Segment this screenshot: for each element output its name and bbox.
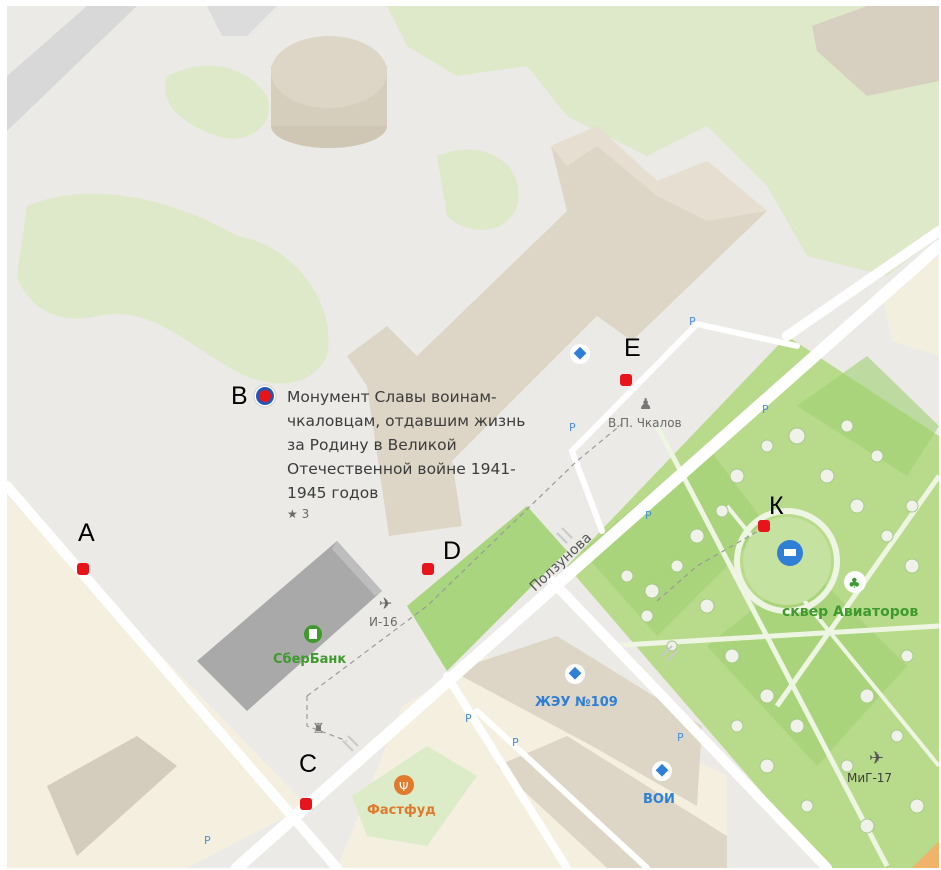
main-building bbox=[347, 126, 767, 536]
poi-zheu[interactable]: ЖЭУ №109 bbox=[535, 664, 618, 710]
poi-fastfood[interactable]: Ψ Фастфуд bbox=[367, 775, 436, 818]
marker-dot bbox=[758, 520, 770, 532]
fork-knife-icon bbox=[394, 775, 414, 795]
poi-label-zheu: ЖЭУ №109 bbox=[535, 695, 618, 710]
marker-B[interactable]: B bbox=[231, 382, 277, 410]
parking-icon: P bbox=[762, 403, 769, 416]
marker-dot bbox=[77, 563, 89, 575]
corner-road bbox=[912, 841, 939, 868]
marker-label-C: C bbox=[299, 750, 317, 778]
poi-mig17[interactable]: ✈ МиГ-17 bbox=[847, 748, 892, 785]
monument-line-5: 1945 годов bbox=[287, 484, 378, 502]
round-building bbox=[271, 36, 387, 148]
crosswalks bbox=[342, 527, 678, 752]
marker-label-E: E bbox=[624, 334, 641, 362]
marker-D[interactable]: D bbox=[422, 537, 461, 575]
marker-label-K: К bbox=[769, 492, 784, 520]
green-areas bbox=[17, 6, 939, 384]
parking-icon: P bbox=[512, 736, 519, 749]
building-zheu bbox=[452, 636, 702, 806]
parking-icon: P bbox=[689, 315, 696, 328]
map-view[interactable]: P P P P P P P P Ползунова ♟ В.П. Чкалов … bbox=[7, 6, 939, 868]
monument-label[interactable]: Монумент Славы воинам- чкаловцам, отдавш… bbox=[287, 388, 525, 521]
tree-icon bbox=[844, 571, 866, 593]
marker-C[interactable]: C bbox=[299, 750, 317, 810]
road-strip-topleft bbox=[7, 6, 137, 131]
parking-icon: P bbox=[677, 731, 684, 744]
sberbank-building bbox=[197, 541, 382, 711]
marker-dot bbox=[259, 390, 271, 402]
monument-rating: ★ 3 bbox=[287, 507, 309, 521]
parking-icon: P bbox=[204, 834, 211, 847]
parking-icon: P bbox=[569, 421, 576, 434]
poi-unnamed-blue[interactable] bbox=[570, 344, 590, 364]
marker-E[interactable]: E bbox=[620, 334, 641, 386]
marker-K[interactable]: К bbox=[758, 492, 784, 532]
monument-line-1: Монумент Славы воинам- bbox=[287, 388, 497, 406]
poi-sberbank[interactable]: СберБанк bbox=[273, 625, 346, 667]
building-topright bbox=[812, 6, 939, 96]
marker-dot bbox=[620, 374, 632, 386]
statue-icon: ♟ bbox=[639, 395, 652, 413]
poi-voi[interactable]: ВОИ bbox=[643, 761, 675, 807]
green-lawn bbox=[407, 506, 567, 671]
svg-text:♣: ♣ bbox=[848, 576, 861, 592]
roads bbox=[7, 226, 939, 868]
poi-label-i16: И-16 bbox=[369, 615, 398, 629]
parking-icon: P bbox=[465, 712, 472, 725]
marker-dot bbox=[422, 563, 434, 575]
poi-label-mig17: МиГ-17 bbox=[847, 771, 892, 785]
monument-line-3: за Родину в Великой bbox=[287, 436, 457, 454]
marker-label-B: B bbox=[231, 382, 248, 410]
plane-icon: ✈ bbox=[869, 748, 884, 769]
building-left-lower bbox=[47, 736, 177, 856]
marker-label-D: D bbox=[443, 537, 461, 565]
svg-text:Ψ: Ψ bbox=[399, 780, 408, 794]
building-right bbox=[882, 256, 939, 356]
monument-line-2: чкаловцам, отдавшим жизнь bbox=[287, 412, 525, 430]
monument-icon: ♜ bbox=[312, 721, 325, 737]
parking-icon: P bbox=[645, 509, 652, 522]
poi-label-voi: ВОИ bbox=[643, 792, 675, 807]
poi-chkalov[interactable]: ♟ В.П. Чкалов bbox=[608, 395, 682, 430]
poi-monument-icon[interactable]: ♜ bbox=[312, 721, 325, 737]
poi-label-sberbank: СберБанк bbox=[273, 652, 346, 667]
poi-park[interactable]: ♣ сквер Авиаторов bbox=[782, 571, 918, 620]
building-top bbox=[207, 6, 277, 36]
poi-label-fastfood: Фастфуд bbox=[367, 803, 436, 818]
poi-label-park: сквер Авиаторов bbox=[782, 604, 918, 620]
marker-A[interactable]: A bbox=[77, 519, 95, 575]
poi-i16[interactable]: ✈ И-16 bbox=[369, 594, 398, 629]
marker-dot bbox=[300, 798, 312, 810]
poi-label-chkalov: В.П. Чкалов bbox=[608, 416, 682, 430]
plane-icon: ✈ bbox=[379, 594, 392, 613]
marker-label-A: A bbox=[78, 519, 95, 547]
dashed-paths bbox=[306, 423, 768, 742]
poi-fountain[interactable] bbox=[777, 540, 803, 566]
green-bottom bbox=[352, 746, 477, 846]
parking-signs: P P P P P P P P bbox=[204, 315, 769, 847]
monument-line-4: Отечественной войне 1941- bbox=[287, 460, 516, 478]
building-voi bbox=[497, 736, 727, 868]
